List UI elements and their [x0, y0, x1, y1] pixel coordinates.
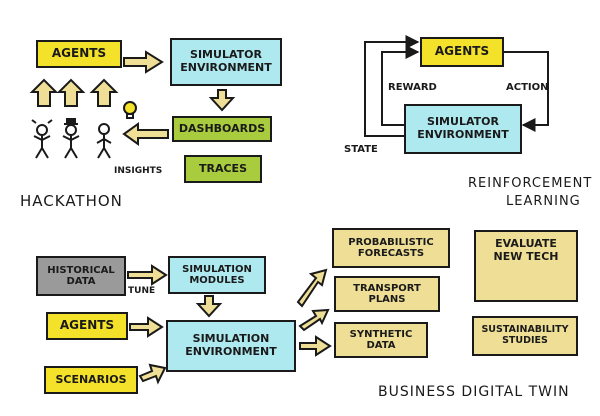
hackathon-traces-label: Traces [199, 161, 247, 175]
bdt-sim-modules-box: Simulation Modules [168, 256, 266, 294]
rl-action-line [504, 51, 549, 132]
hackathon-simulator-box: Simulator Environment [170, 38, 282, 86]
bdt-sustain-label-1: Sustainability [481, 324, 569, 336]
bdt-sustain-box: Sustainability Studies [472, 316, 578, 356]
arrow-simulator-to-dashboards [208, 89, 236, 112]
arrow-historical-to-modules [127, 264, 168, 286]
bdt-evaluate-label-2: New Tech [493, 249, 559, 263]
bdt-sim-modules-label-2: Modules [189, 275, 245, 286]
bdt-forecasts-box: Probabilistic Forecasts [332, 228, 450, 268]
arrow-dashboards-to-people [122, 122, 169, 146]
hackathon-dashboards-box: Dashboards [172, 116, 272, 142]
rl-reward-line [381, 45, 420, 126]
rl-simulator-label-1: Simulator [427, 115, 499, 129]
rl-reward-label: Reward [388, 82, 437, 93]
bdt-sim-modules-label-1: Simulation [182, 263, 252, 275]
arrow-env-to-synthetic [299, 335, 332, 357]
lightbulb-icon [123, 101, 137, 119]
bdt-synthetic-box: Synthetic Data [334, 322, 428, 358]
hackathon-simulator-label-2: Environment [180, 61, 272, 74]
bdt-sim-env-label-2: Environment [185, 345, 277, 358]
bdt-sustain-label-2: Studies [502, 335, 548, 346]
arrow-agents-to-environment [129, 316, 164, 338]
rl-simulator-label-2: Environment [417, 128, 509, 141]
arrow-modules-to-environment [195, 295, 223, 318]
arrow-up-1 [29, 78, 59, 107]
arrow-scenarios-to-environment [138, 363, 167, 385]
bdt-sim-env-label-1: Simulation [192, 332, 270, 346]
bdt-transport-label-1: Transport [353, 282, 421, 294]
rl-agents-label: Agents [434, 44, 490, 59]
bdt-tune-label: Tune [128, 286, 156, 296]
bdt-synthetic-label-1: Synthetic [349, 328, 413, 340]
hackathon-insights-label: Insights [114, 166, 163, 176]
person-icon [31, 119, 53, 159]
bdt-forecasts-label-1: Probabilistic [348, 236, 434, 248]
rl-title-line2: Learning [506, 194, 581, 209]
arrow-env-to-forecasts [296, 268, 328, 308]
rl-action-label: Action [506, 82, 549, 93]
arrow-up-3 [89, 78, 119, 107]
bdt-transport-label-2: Plans [368, 294, 406, 305]
rl-simulator-box: Simulator Environment [404, 104, 522, 154]
bdt-historical-label-1: Historical [47, 264, 115, 276]
bdt-synthetic-label-2: Data [366, 340, 396, 351]
person-icon [62, 118, 80, 159]
rl-agents-box: Agents [420, 37, 504, 67]
arrow-agents-to-simulator [123, 50, 164, 74]
person-icon [96, 123, 112, 159]
hackathon-dashboards-label: Dashboards [178, 121, 266, 135]
rl-state-label: State [344, 144, 378, 155]
rl-title-line1: Reinforcement [468, 176, 593, 191]
hackathon-traces-box: Traces [184, 155, 262, 183]
bdt-scenarios-label: Scenarios [55, 372, 127, 386]
bdt-evaluate-box: Evaluate New Tech [474, 230, 578, 302]
bdt-agents-box: Agents [46, 312, 128, 340]
bdt-historical-box: Historical Data [36, 256, 126, 296]
arrow-env-to-transport [298, 308, 330, 332]
arrow-up-2 [56, 78, 86, 107]
hackathon-simulator-label-1: Simulator [190, 48, 262, 62]
rl-state-line [364, 35, 420, 137]
bdt-historical-label-2: Data [66, 276, 96, 287]
bdt-forecasts-label-2: Forecasts [357, 248, 425, 259]
bdt-transport-box: Transport Plans [334, 276, 440, 312]
hackathon-title: Hackathon [20, 192, 123, 210]
hackathon-agents-box: Agents [36, 40, 122, 68]
hackathon-agents-label: Agents [51, 46, 107, 61]
bdt-sim-env-box: Simulation Environment [166, 320, 296, 372]
bdt-scenarios-box: Scenarios [44, 366, 138, 394]
bdt-evaluate-label-1: Evaluate [495, 237, 557, 250]
bdt-agents-label: Agents [59, 318, 115, 333]
bdt-title: Business Digital Twin [378, 384, 570, 400]
